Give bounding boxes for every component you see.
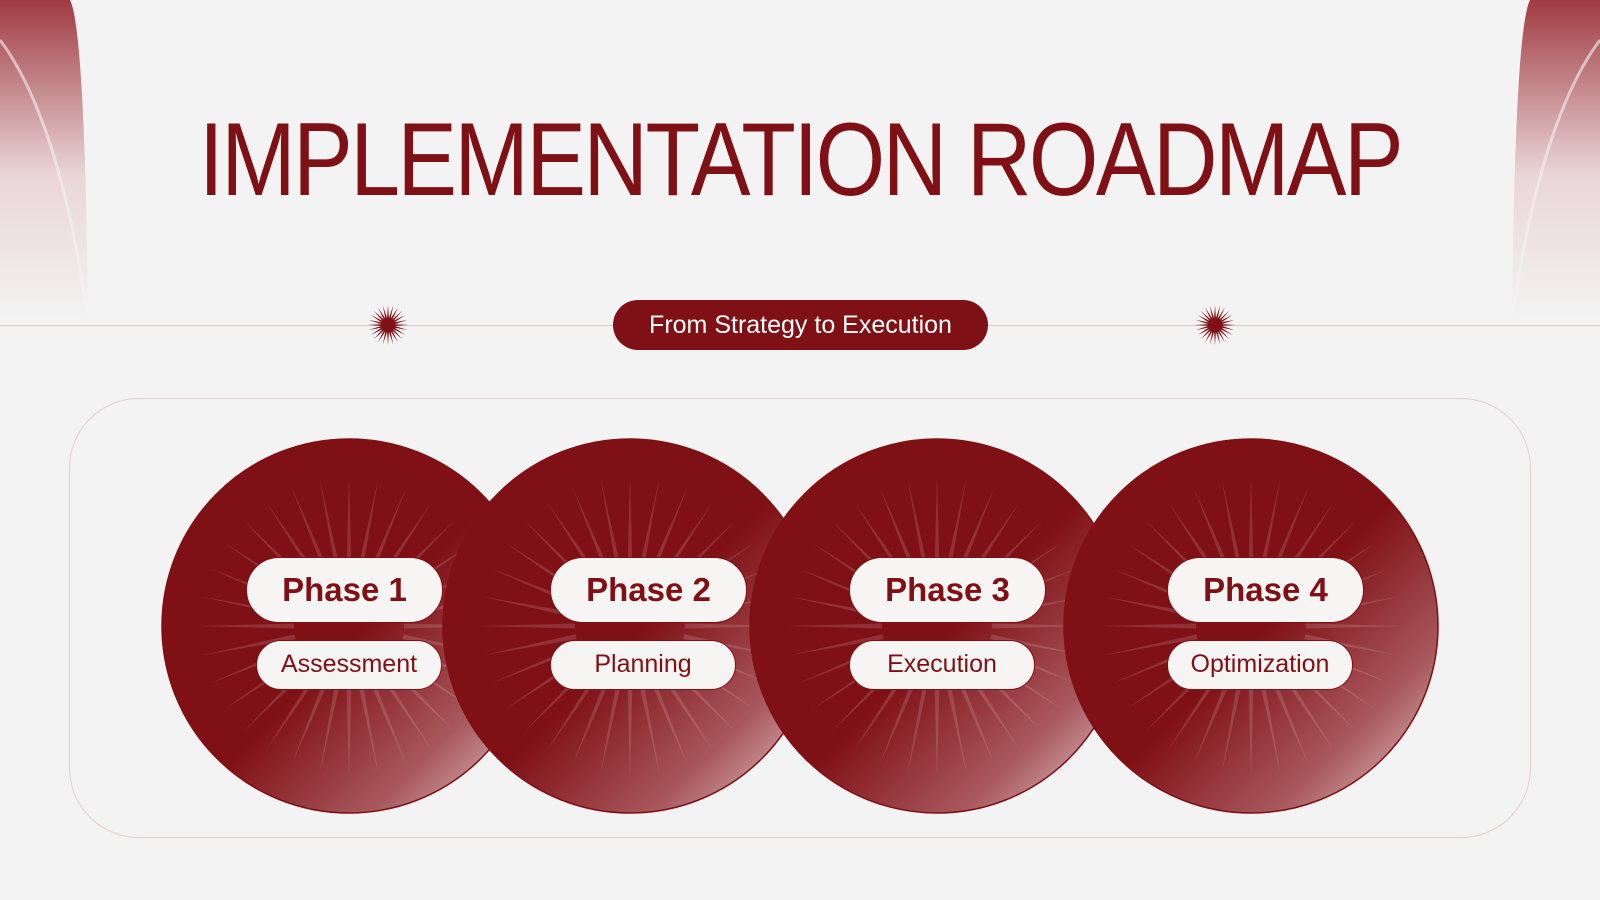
corner-arc-left	[0, 0, 90, 320]
phase-2-description: Planning	[550, 640, 736, 690]
phase-1-label: Phase 1	[246, 557, 443, 623]
phase-3-description: Execution	[849, 640, 1035, 690]
phase-4-description: Optimization	[1167, 640, 1353, 690]
phase-4-label: Phase 4	[1167, 557, 1364, 623]
phase-3-label: Phase 3	[849, 557, 1046, 623]
phase-circle-4	[1063, 438, 1439, 814]
roadmap-panel	[69, 398, 1531, 838]
starburst-icon	[368, 305, 408, 345]
starburst-icon	[1195, 305, 1235, 345]
page-title: IMPLEMENTATION ROADMAP	[198, 102, 1404, 218]
phase-2-label: Phase 2	[550, 557, 747, 623]
phase-circle-1	[161, 438, 537, 814]
corner-arc-right	[1510, 0, 1600, 320]
phase-1-description: Assessment	[256, 640, 442, 690]
subtitle-badge: From Strategy to Execution	[613, 300, 988, 350]
